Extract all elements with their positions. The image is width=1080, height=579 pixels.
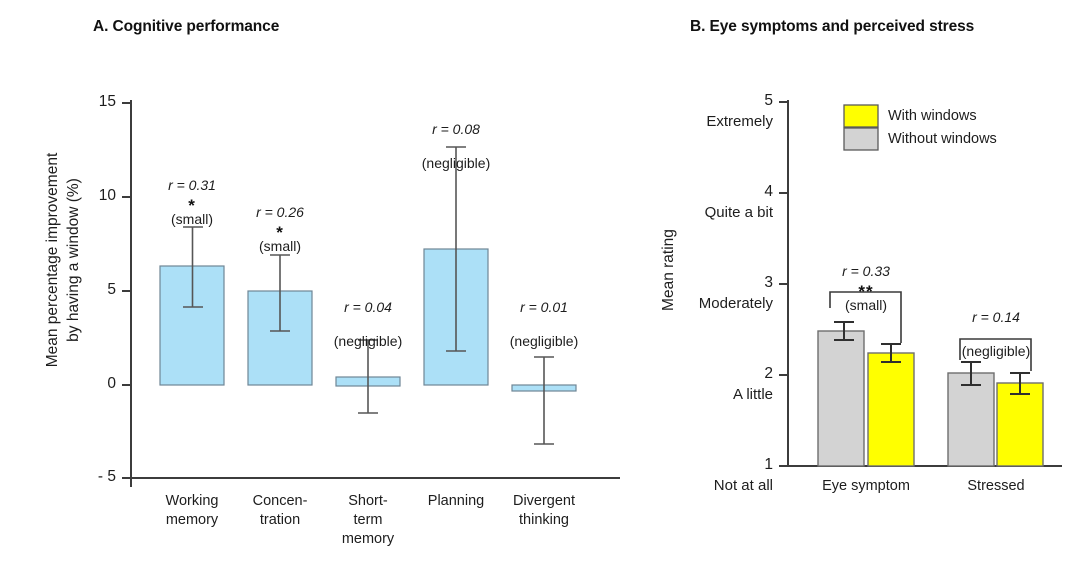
bar-stressed-with-windows (996, 382, 1044, 467)
panel-a-significance-working-memory: * (188, 196, 196, 215)
panel-b-ytick-label-1: 1 (764, 456, 773, 473)
errorbar-eye-symptom-without-windows (834, 321, 854, 341)
r-value-eye-symptom: r = 0.33 (842, 263, 890, 279)
panel-a-ytick-label-neg5: - 5 (97, 468, 116, 485)
panel-a-significance-concentration: * (276, 223, 284, 242)
panel-a-bar-group-1 (159, 226, 225, 386)
errorbar-short-term-memory (358, 339, 378, 414)
effect-size-working-memory: (small) (171, 211, 213, 227)
panel-a-annotation-r-concentration: r = 0.26 (small) (220, 187, 340, 255)
panel-b-annotation-r-stressed: r = 0.14 (negligible) (936, 292, 1056, 360)
panel-b-bar-group-eye-symptom (817, 291, 915, 467)
panel-b-title: B. Eye symptoms and perceived stress (690, 18, 975, 35)
panel-a-bar-group-3 (335, 339, 401, 414)
r-value-working-memory: r = 0.31 (168, 177, 216, 193)
effect-size-concentration: (small) (259, 238, 301, 254)
effect-size-stressed: (negligible) (961, 343, 1031, 359)
r-value-short-term-memory: r = 0.04 (344, 299, 392, 315)
bar-stressed-without-windows (947, 372, 995, 467)
bar-eye-symptom-with-windows (867, 352, 915, 467)
significance-bracket-stressed (959, 338, 1032, 371)
r-value-concentration: r = 0.26 (256, 204, 304, 220)
panel-b-scale-word-not-at-all: Not at all (713, 477, 773, 494)
panel-b-significance-eye-symptom: ** (858, 282, 874, 301)
panel-a-category-label-working-memory: Working memory (165, 493, 219, 528)
panel-b-scale-word-a-little: A little (732, 386, 773, 403)
panel-b-ytick-label-2: 2 (764, 365, 773, 382)
r-value-stressed: r = 0.14 (972, 309, 1020, 325)
errorbar-eye-symptom-with-windows (881, 343, 901, 363)
errorbar-planning (446, 146, 466, 352)
panel-b-ytick-label-3: 3 (764, 274, 773, 291)
effect-size-eye-symptom: (small) (845, 297, 887, 313)
legend-label-with-windows: With windows (888, 108, 977, 124)
legend-swatch-with-windows (843, 104, 879, 128)
panel-b-ytick-label-4: 4 (764, 183, 773, 200)
panel-b-category-label-stressed: Stressed (967, 478, 1025, 494)
panel-a-axes (122, 100, 620, 487)
errorbar-stressed-with-windows (1010, 372, 1030, 395)
panel-b-scale-word-moderately: Moderately (698, 295, 773, 312)
panel-a-annotation-r-working-memory: r = 0.31 (small) (132, 160, 252, 228)
panel-a-annotation-r-short-term-memory: r = 0.04 (negligible) (308, 282, 428, 350)
panel-b-bar-group-stressed (947, 338, 1044, 467)
panel-a-ytick-label-10: 10 (98, 187, 116, 204)
panel-a-bar-group-4 (423, 146, 489, 386)
panel-a-category-label-planning: Planning (427, 493, 485, 509)
panel-b-scale-word-extremely: Extremely (706, 113, 773, 130)
panel-b-ytick-label-5: 5 (764, 92, 773, 109)
panel-a-ytick-label-15: 15 (98, 93, 116, 110)
effect-size-divergent-thinking: (negligible) (509, 333, 579, 349)
panel-b-scale-word-quite-a-bit: Quite a bit (704, 204, 773, 221)
panel-a-bar-group-5 (511, 356, 577, 445)
panel-b-category-label-eye-symptom: Eye symptom (822, 478, 910, 494)
effect-size-planning: (negligible) (421, 155, 491, 171)
panel-a-annotation-r-divergent-thinking: r = 0.01 (negligible) (484, 282, 604, 350)
panel-b-legend-swatches (843, 104, 879, 151)
panel-a-ytick-label-5: 5 (107, 281, 116, 298)
panel-a-category-label-divergent-thinking: Divergent thinking (512, 493, 576, 528)
bar-eye-symptom-without-windows (817, 330, 865, 467)
panel-a-bar-group-2 (247, 254, 313, 386)
errorbar-concentration (270, 254, 290, 332)
significance-bracket-eye-symptom (829, 291, 902, 343)
errorbar-working-memory (183, 226, 203, 308)
r-value-divergent-thinking: r = 0.01 (520, 299, 568, 315)
panel-a-title: A. Cognitive performance (93, 18, 280, 35)
panel-b-annotation-r-eye-symptom: r = 0.33 (small) (806, 246, 926, 314)
panel-a-category-label-concentration: Concen- tration (252, 493, 308, 528)
effect-size-short-term-memory: (negligible) (333, 333, 403, 349)
panel-a-annotation-r-planning: r = 0.08 (negligible) (396, 104, 516, 172)
legend-label-without-windows: Without windows (888, 131, 997, 147)
legend-swatch-without-windows (843, 127, 879, 151)
r-value-planning: r = 0.08 (432, 121, 480, 137)
panel-a-category-label-short-term-memory: Short- term memory (341, 493, 395, 547)
errorbar-divergent-thinking (534, 356, 554, 445)
panel-a-ytick-label-0: 0 (107, 375, 116, 392)
errorbar-stressed-without-windows (961, 361, 981, 386)
